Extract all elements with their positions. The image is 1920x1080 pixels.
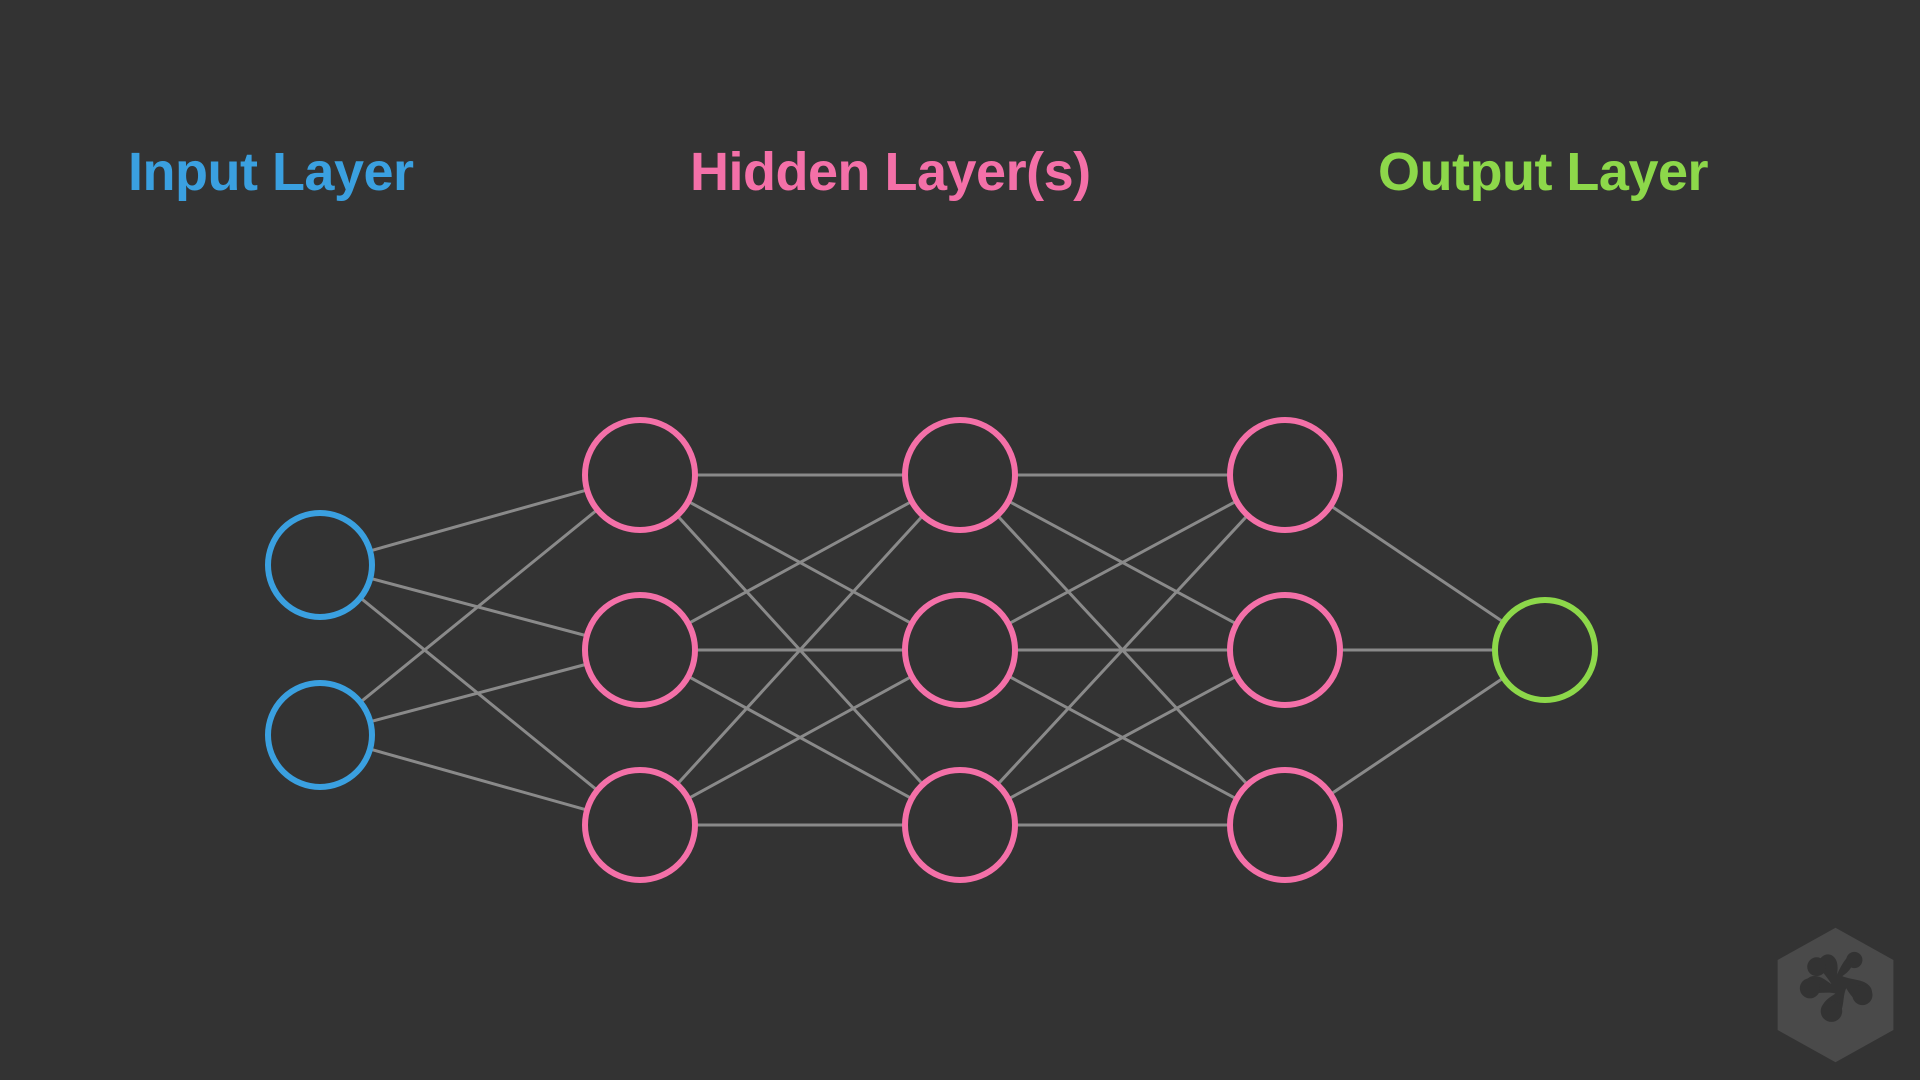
network-node-h1_2[interactable] bbox=[582, 592, 698, 708]
network-node-h3_1[interactable] bbox=[1227, 417, 1343, 533]
connection-line bbox=[358, 508, 599, 704]
connection-line bbox=[368, 662, 589, 724]
network-node-o1[interactable] bbox=[1492, 597, 1598, 703]
connection-line bbox=[675, 514, 925, 786]
network-node-h3_2[interactable] bbox=[1227, 592, 1343, 708]
connection-line bbox=[686, 674, 914, 801]
connection-line bbox=[1329, 504, 1506, 624]
network-node-h2_3[interactable] bbox=[902, 767, 1018, 883]
output-layer-label: Output Layer bbox=[1378, 142, 1709, 202]
network-nodes bbox=[265, 417, 1598, 883]
hidden-layer-label: Hidden Layer(s) bbox=[690, 142, 1091, 202]
connection-line bbox=[1006, 499, 1239, 626]
network-node-h2_1[interactable] bbox=[902, 417, 1018, 533]
network-node-i1[interactable] bbox=[265, 510, 375, 620]
connection-line bbox=[995, 513, 1250, 787]
network-node-h1_3[interactable] bbox=[582, 767, 698, 883]
connection-line bbox=[368, 488, 589, 553]
watermark-neuron-glyph bbox=[1799, 951, 1873, 1022]
network-node-h1_1[interactable] bbox=[582, 417, 698, 533]
connection-line bbox=[686, 499, 914, 626]
hexagon-neuron-logo-icon bbox=[1777, 927, 1894, 1063]
network-node-h3_3[interactable] bbox=[1227, 767, 1343, 883]
connection-edges bbox=[358, 473, 1506, 827]
connection-line bbox=[1006, 674, 1239, 801]
input-layer-label: Input Layer bbox=[128, 142, 414, 202]
network-node-i2[interactable] bbox=[265, 680, 375, 790]
connection-line bbox=[1329, 676, 1506, 796]
connection-line bbox=[368, 747, 589, 812]
network-node-h2_2[interactable] bbox=[902, 592, 1018, 708]
